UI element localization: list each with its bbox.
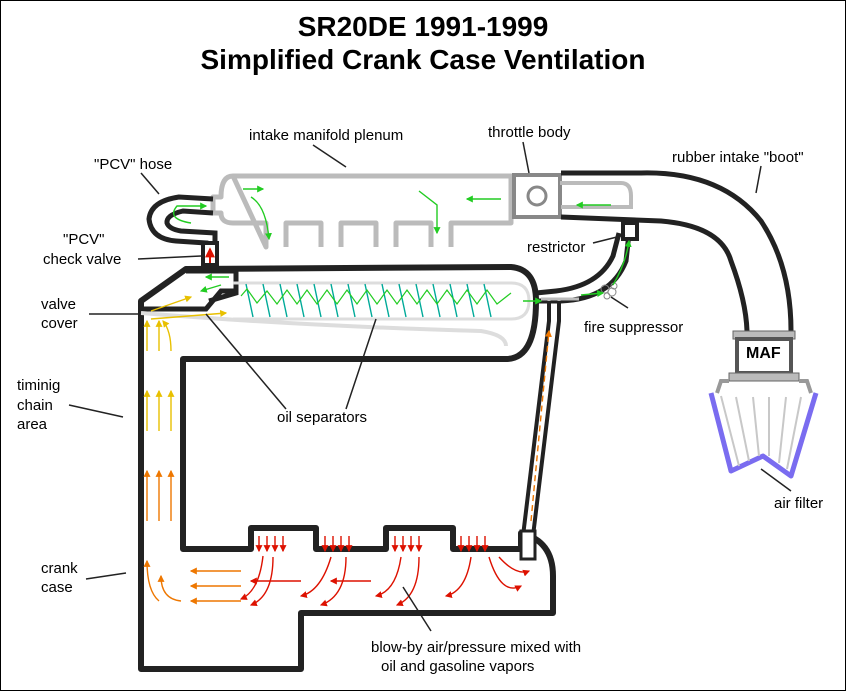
label-oil-separators: oil separators: [277, 409, 368, 426]
label-throttle-body: throttle body: [488, 124, 571, 141]
label-timing-chain-line-1: timinig: [17, 377, 61, 394]
label-fire-suppressor: fire suppressor: [584, 319, 684, 336]
label-pcv-hose: "PCV" hose: [94, 156, 173, 173]
air-filter: [708, 392, 819, 479]
label-air-filter: air filter: [774, 495, 824, 512]
maf-sensor: [715, 330, 813, 394]
breather-hose: [519, 221, 639, 561]
label-crank-case-line-1: crank: [41, 560, 78, 577]
flow-arrows: [143, 185, 632, 607]
restrictor: [621, 221, 639, 241]
label-crank-case-line-2: case: [41, 579, 73, 596]
label-timing-chain-line-3: area: [17, 416, 48, 433]
label-pcv-check-valve-line-1: "PCV": [63, 231, 105, 248]
label-timing-chain-line-2: chain: [17, 397, 53, 414]
label-maf: MAF: [746, 345, 781, 362]
label-rubber-intake-boot: rubber intake "boot": [672, 149, 804, 166]
label-valve-cover-line-2: cover: [41, 315, 78, 332]
label-blowby-line-2: oil and gasoline vapors: [381, 658, 535, 675]
label-valve-cover-line-1: valve: [41, 296, 77, 313]
label-blowby-line-1: blow-by air/pressure mixed with: [371, 639, 582, 656]
label-intake-manifold-plenum: intake manifold plenum: [249, 127, 404, 144]
label-pcv-check-valve-line-2: check valve: [43, 251, 122, 268]
diagram-title-line-1: SR20DE 1991-1999: [297, 11, 549, 42]
label-restrictor: restrictor: [527, 239, 586, 256]
rubber-intake-boot: [560, 170, 794, 332]
intake-manifold-plenum: [210, 173, 633, 250]
leader-lines: [68, 141, 792, 632]
diagram-title-line-2: Simplified Crank Case Ventilation: [200, 44, 646, 75]
pcv-hose: [146, 194, 219, 267]
